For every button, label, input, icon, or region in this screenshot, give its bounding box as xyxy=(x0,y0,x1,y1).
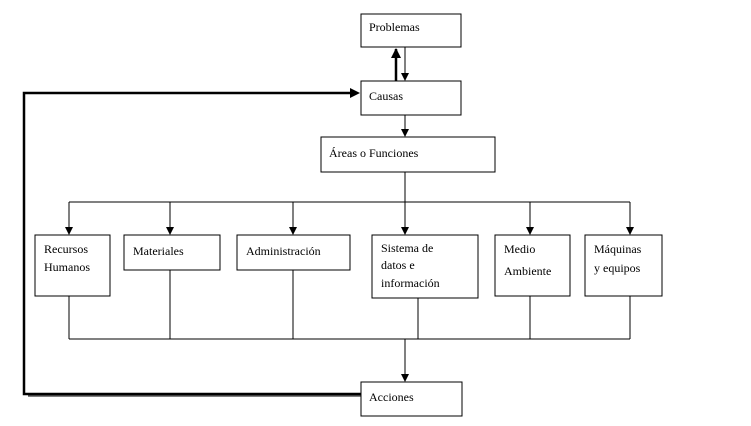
causes-box: Causas xyxy=(360,80,462,116)
function-5-line-1: Medio xyxy=(504,242,535,256)
function-1-line-2: Humanos xyxy=(44,260,90,274)
function-6-line-2: y equipos xyxy=(594,261,641,275)
function-6-line-1: Máquinas xyxy=(594,242,642,256)
areas-label: Áreas o Funciones xyxy=(329,146,419,160)
areas-box: Áreas o Funciones xyxy=(320,136,496,173)
actions-box: Acciones xyxy=(360,381,463,417)
function-box-1: Recursos Humanos xyxy=(34,234,111,297)
feedback-loop-line xyxy=(22,91,361,396)
function-box-3: Administración xyxy=(236,234,351,271)
function-2-line-1: Materiales xyxy=(133,244,184,258)
function-4-line-1: Sistema de xyxy=(381,241,433,255)
function-1-line-1: Recursos xyxy=(44,242,88,256)
function-box-2: Materiales xyxy=(123,234,221,271)
problems-label: Problemas xyxy=(369,20,420,34)
function-box-6: Máquinas y equipos xyxy=(584,234,663,297)
problems-box: Problemas xyxy=(360,13,462,48)
function-5-line-2: Ambiente xyxy=(504,264,551,278)
function-4-line-2: datos e xyxy=(381,258,415,272)
actions-label: Acciones xyxy=(369,390,414,404)
causes-label: Causas xyxy=(369,89,403,103)
function-4-line-3: información xyxy=(381,276,440,290)
function-box-4: Sistema de datos e información xyxy=(371,234,479,299)
function-3-line-1: Administración xyxy=(246,244,321,258)
function-box-5: Medio Ambiente xyxy=(494,234,571,297)
feedback-arrowhead xyxy=(350,88,360,98)
